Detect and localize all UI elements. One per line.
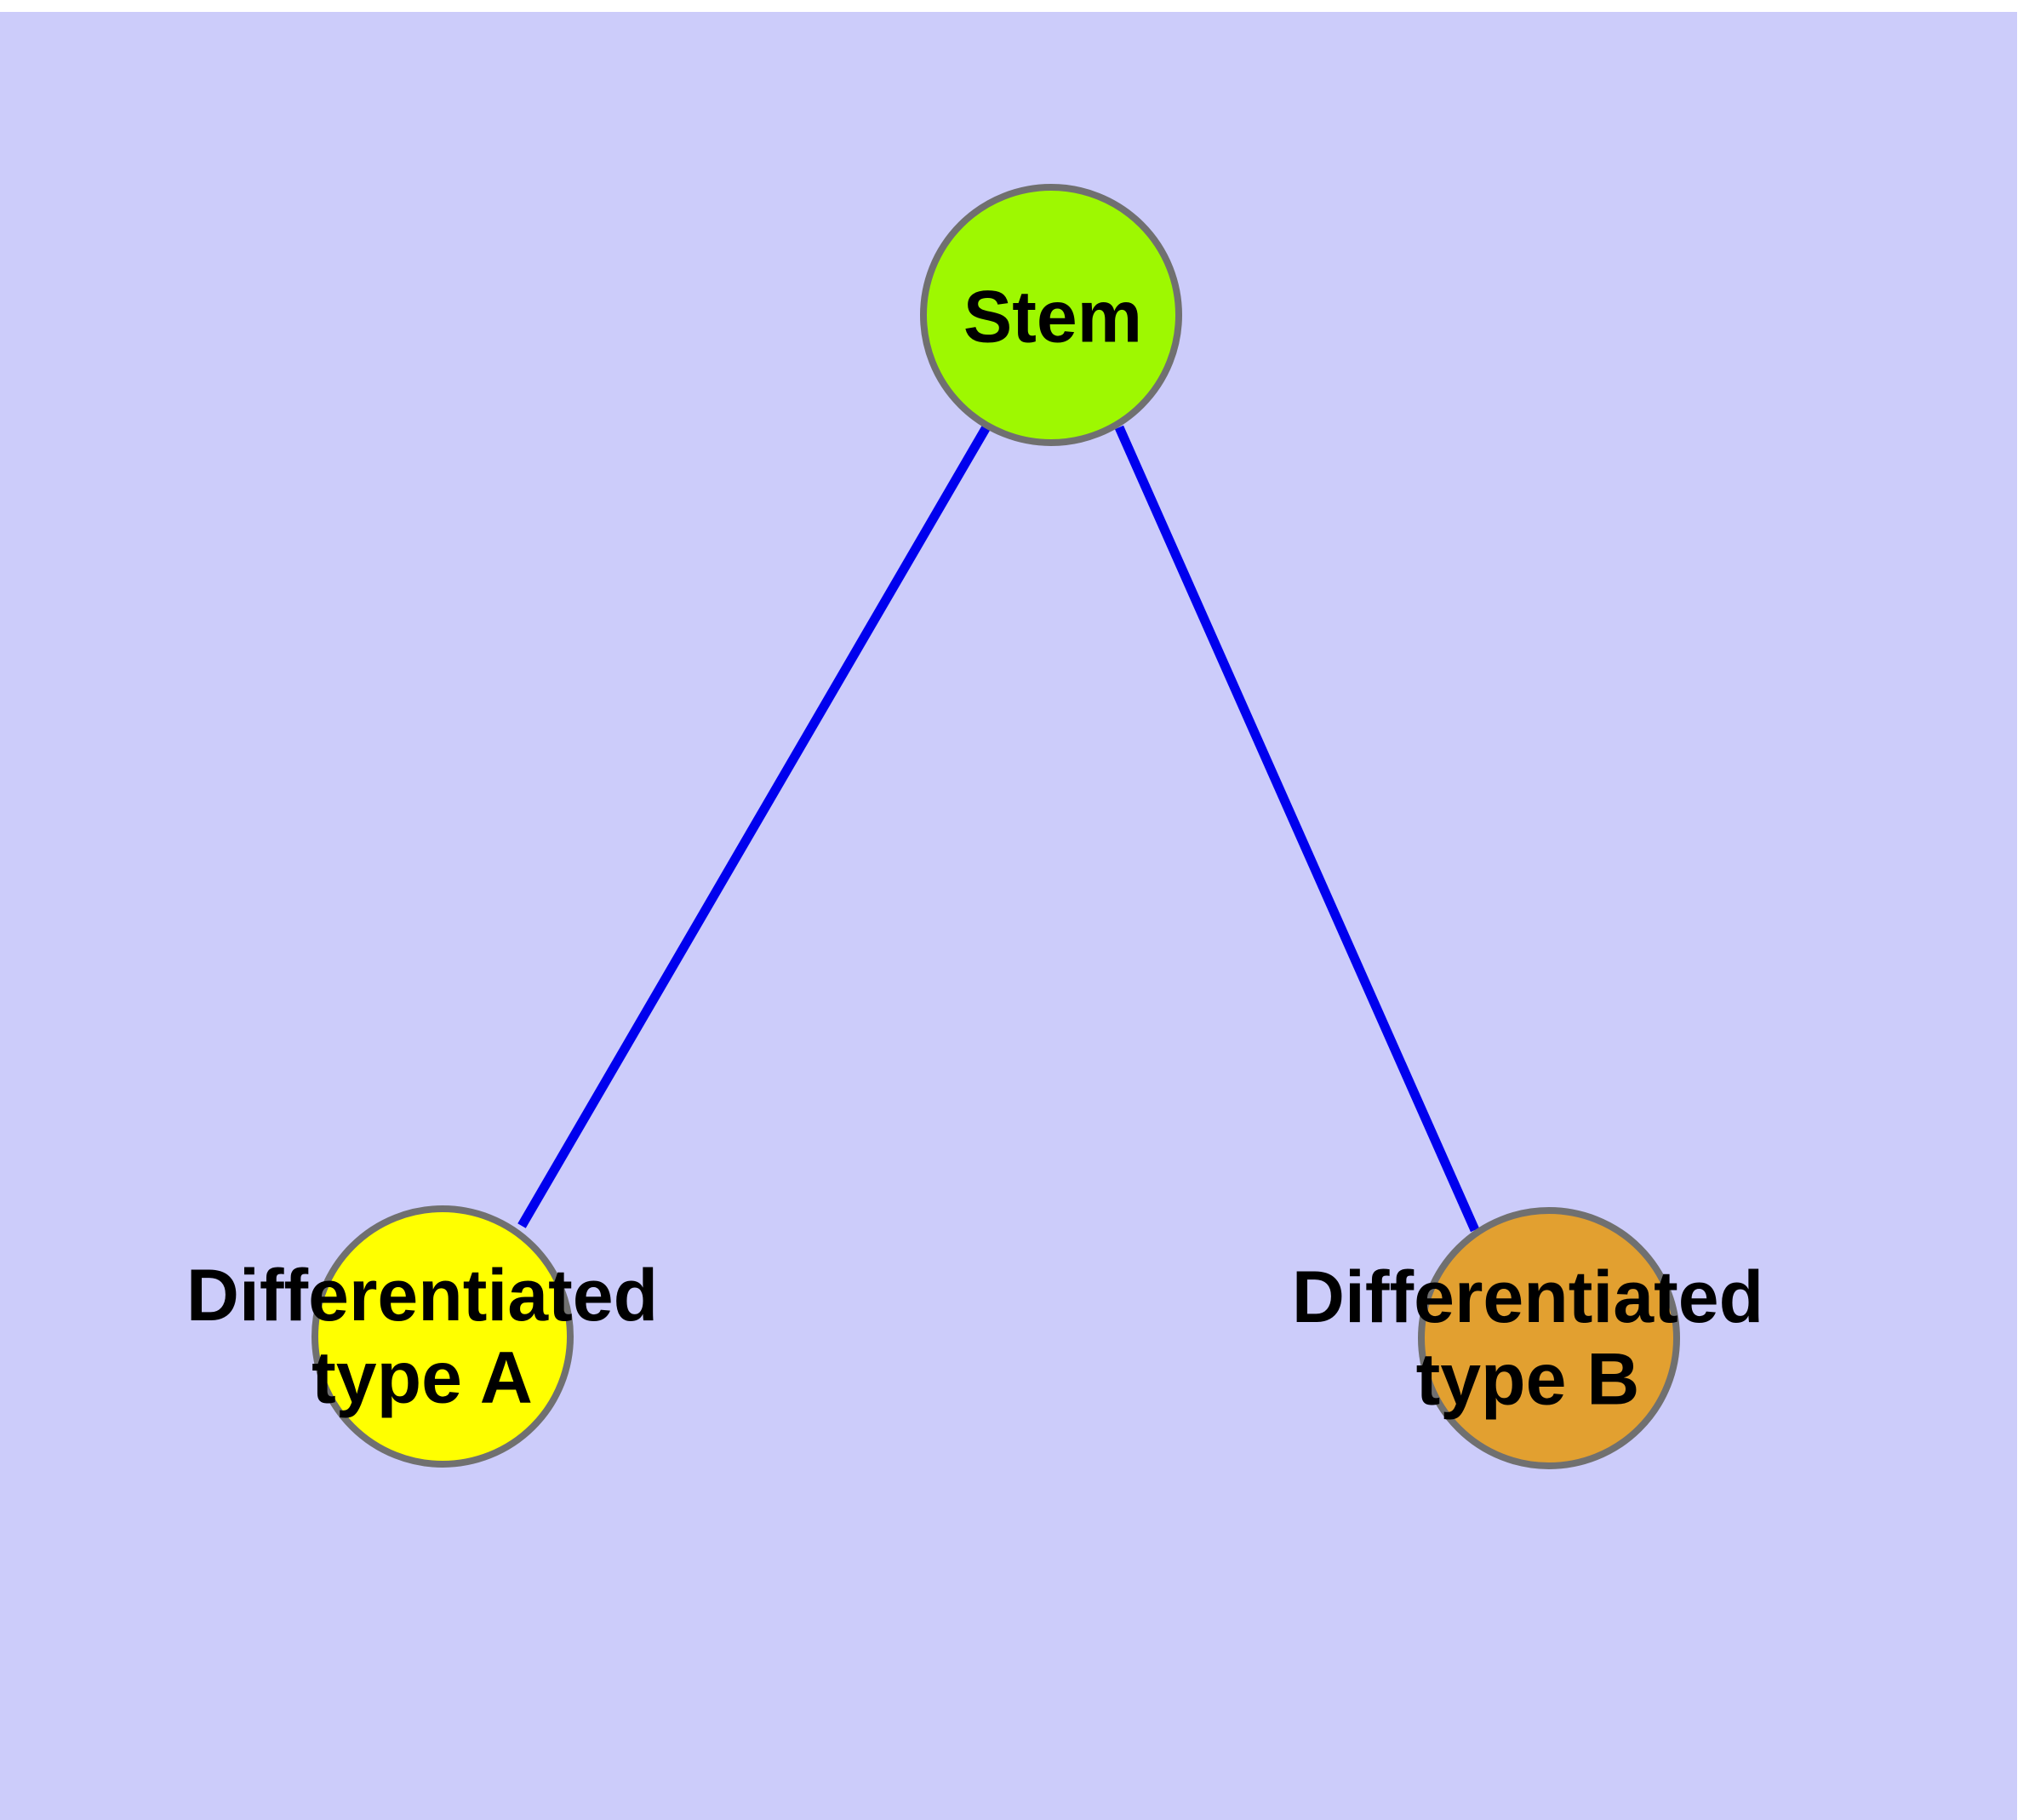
node-label-line: type A [311,1336,533,1418]
edge-stem-to-diff-b[interactable] [1114,425,1480,1233]
node-differentiated-type-a-circle[interactable] [311,1205,574,1468]
node-stem-label: Stem [963,276,1142,358]
node-label-line: Differentiated [186,1255,658,1336]
edge-stem-to-diff-a[interactable] [517,423,992,1228]
node-label-line: type B [1416,1338,1640,1420]
edge-layer [517,423,1480,1233]
node-label-line: Stem [963,276,1142,358]
node-stem[interactable]: Stem [920,184,1182,446]
node-differentiated-type-b-circle[interactable] [1418,1207,1680,1469]
node-label-line: Differentiated [1292,1256,1763,1338]
node-stem-circle[interactable] [920,184,1182,446]
